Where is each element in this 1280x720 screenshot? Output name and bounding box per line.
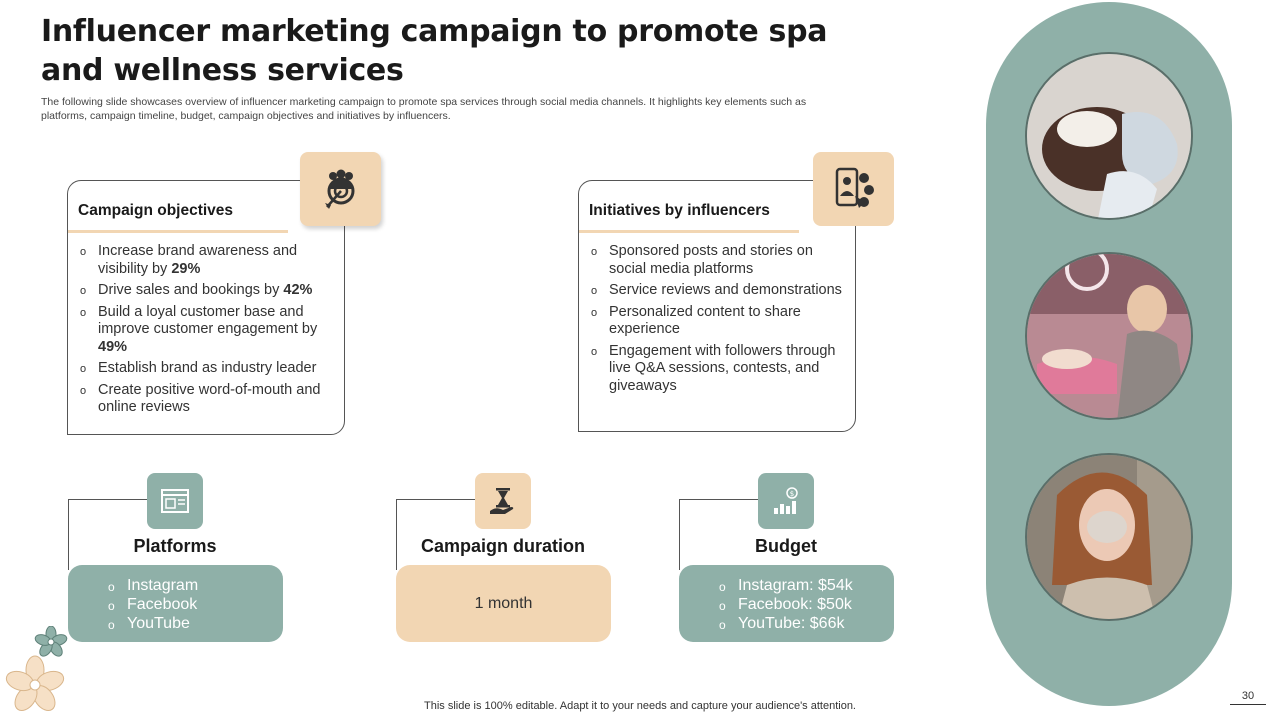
list-item: Sponsored posts and stories on social me… — [589, 243, 844, 278]
page-number: 30 — [1230, 690, 1266, 705]
influencer-phone-icon — [813, 152, 894, 226]
heading-underline — [68, 230, 288, 233]
list-item: Engagement with followers through live Q… — [589, 343, 844, 396]
heading-underline — [579, 230, 799, 233]
platforms-box: Instagram Facebook YouTube — [68, 565, 283, 642]
duration-bracket — [396, 499, 477, 570]
slide-subtitle: The following slide showcases overview o… — [41, 96, 807, 122]
initiatives-list: Sponsored posts and stories on social me… — [589, 243, 844, 399]
list-item: YouTube — [108, 614, 198, 635]
facial-treatment-photo — [1025, 52, 1193, 220]
duration-box: 1 month — [396, 565, 611, 642]
list-item: Service reviews and demonstrations — [589, 282, 844, 300]
list-item: Facebook — [108, 595, 198, 616]
browser-window-icon — [147, 473, 203, 529]
slide-footer: This slide is 100% editable. Adapt it to… — [424, 700, 856, 712]
team-target-icon — [300, 152, 381, 226]
list-item: Facebook: $50k — [719, 595, 853, 616]
platforms-list: Instagram Facebook YouTube — [108, 576, 198, 635]
budget-heading: Budget — [755, 536, 817, 556]
platforms-heading: Platforms — [133, 536, 217, 556]
list-item: Establish brand as industry leader — [78, 360, 333, 378]
small-flower-decoration-icon — [34, 626, 68, 657]
list-item: Create positive word-of-mouth and online… — [78, 382, 333, 417]
campaign-objectives-card: Campaign objectives Increase brand aware… — [67, 180, 345, 435]
growth-dollar-icon: $ — [758, 473, 814, 529]
budget-bracket — [679, 499, 760, 570]
slide-title: Influencer marketing campaign to promote… — [41, 14, 828, 88]
initiatives-heading: Initiatives by influencers — [589, 202, 770, 219]
list-item: Instagram: $54k — [719, 576, 853, 597]
face-mask-photo — [1025, 453, 1193, 621]
list-item: Increase brand awareness and visibility … — [78, 243, 333, 278]
hourglass-hand-icon — [475, 473, 531, 529]
duration-heading: Campaign duration — [420, 536, 585, 556]
list-item: YouTube: $66k — [719, 614, 853, 635]
list-item: Instagram — [108, 576, 198, 597]
campaign-objectives-heading: Campaign objectives — [78, 202, 234, 219]
initiatives-card: Initiatives by influencers Sponsored pos… — [578, 180, 856, 432]
flower-decoration-icon — [5, 655, 65, 712]
objectives-list: Increase brand awareness and visibility … — [78, 243, 333, 421]
spa-therapist-photo — [1025, 252, 1193, 420]
budget-list: Instagram: $54k Facebook: $50k YouTube: … — [719, 576, 853, 635]
svg-text:$: $ — [790, 490, 794, 498]
duration-value: 1 month — [474, 595, 533, 612]
list-item: Build a loyal customer base and improve … — [78, 304, 333, 357]
budget-box: Instagram: $54k Facebook: $50k YouTube: … — [679, 565, 894, 642]
platforms-bracket — [68, 499, 149, 570]
list-item: Personalized content to share experience — [589, 304, 844, 339]
list-item: Drive sales and bookings by 42% — [78, 282, 333, 300]
